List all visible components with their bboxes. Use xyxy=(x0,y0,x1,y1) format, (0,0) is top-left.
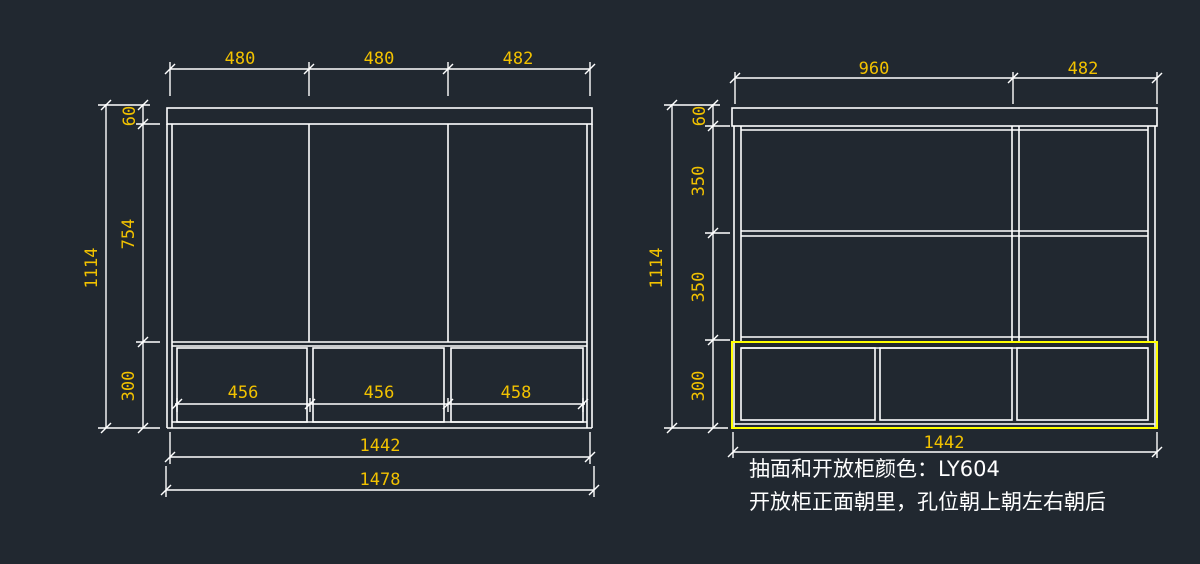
left-part-middle: 754 xyxy=(119,219,139,250)
right-drawer-2 xyxy=(879,347,1013,421)
right-cabinet-elevation xyxy=(731,107,1158,428)
left-dimension-texts: 480 480 482 1114 60 754 300 456 456 458 … xyxy=(82,49,533,490)
right-top-dim-1: 960 xyxy=(859,59,890,79)
right-dimension-texts: 960 482 1114 60 350 350 300 1442 xyxy=(647,59,1098,453)
left-total-height: 1114 xyxy=(82,248,102,289)
left-top-board xyxy=(166,107,593,125)
left-top-dim-3: 482 xyxy=(503,49,534,69)
right-top-dim-2: 482 xyxy=(1068,59,1099,79)
left-drawer-dim-2: 456 xyxy=(364,383,395,403)
right-drawer-selection-highlight xyxy=(731,341,1158,429)
left-top-dim-2: 480 xyxy=(364,49,395,69)
right-top-board xyxy=(731,107,1158,127)
right-drawer-3 xyxy=(1016,347,1149,421)
drawing-notes: 抽面和开放柜颜色：LY604 开放柜正面朝里，孔位朝上朝左右朝后 xyxy=(749,457,1106,514)
right-part-upper: 350 xyxy=(689,166,709,197)
left-part-bottom: 300 xyxy=(119,371,139,402)
left-dimension-lines xyxy=(98,62,600,497)
right-part-bottom: 300 xyxy=(689,371,709,402)
left-cabinet-elevation xyxy=(166,107,593,429)
left-bottom-inner-dim: 1442 xyxy=(360,436,401,456)
right-drawer-1 xyxy=(740,347,876,421)
right-total-height: 1114 xyxy=(647,248,667,289)
note-line-2: 开放柜正面朝里，孔位朝上朝左右朝后 xyxy=(749,490,1106,514)
right-bottom-dim: 1442 xyxy=(924,433,965,453)
right-part-lower: 350 xyxy=(689,272,709,303)
note-line-1: 抽面和开放柜颜色：LY604 xyxy=(749,457,1000,481)
right-dimension-lines xyxy=(664,72,1163,458)
left-part-top: 60 xyxy=(120,106,140,126)
left-drawer-dim-3: 458 xyxy=(501,383,532,403)
left-drawer-dim-1: 456 xyxy=(228,383,259,403)
right-part-top: 60 xyxy=(690,106,710,126)
left-bottom-outer-dim: 1478 xyxy=(360,470,401,490)
left-top-dim-1: 480 xyxy=(225,49,256,69)
